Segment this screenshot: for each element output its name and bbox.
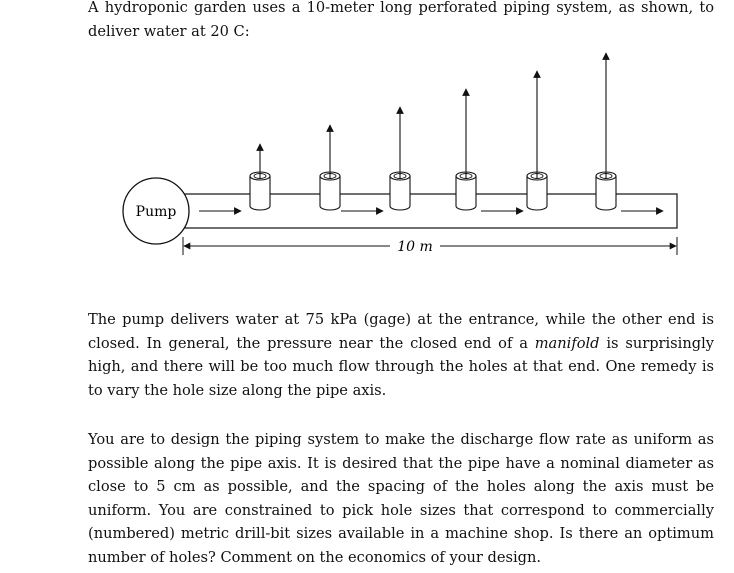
paragraph-pump-pressure: The pump delivers water at 75 kPa (gage)…: [88, 308, 714, 402]
paragraph-1-emphasis: manifold: [534, 334, 600, 352]
riser-6: [595, 52, 617, 211]
paragraph-design-task: You are to design the piping system to m…: [88, 431, 714, 566]
dimension-label: 10 m: [397, 239, 433, 255]
dimension-line: [182, 237, 678, 255]
piping-diagram: Pump: [122, 52, 678, 255]
riser-2: [319, 124, 341, 211]
intro-text: A hydroponic garden uses a 10-meter long…: [88, 0, 714, 40]
riser-3: [389, 106, 411, 211]
paragraph-1-after: is surprisingly high, and there will be …: [88, 334, 714, 399]
riser-1: [249, 143, 271, 211]
riser-4: [455, 88, 477, 211]
paragraph-1-before: The pump delivers water at 75 kPa (gage)…: [88, 311, 714, 352]
pump-label: Pump: [136, 204, 177, 220]
riser-5: [526, 70, 548, 211]
pump-circle: [122, 177, 190, 245]
